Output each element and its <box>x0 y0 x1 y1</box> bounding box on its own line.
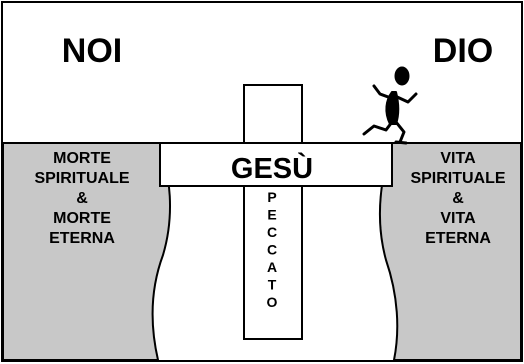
peccato-letter: A <box>267 259 277 275</box>
left-cliff-text: MORTE SPIRITUALE & MORTE ETERNA <box>34 150 129 247</box>
right-cliff-line: VITA <box>440 150 476 167</box>
dio-label: DIO <box>433 32 493 70</box>
right-cliff-line: VITA <box>440 210 476 227</box>
left-cliff-line: MORTE <box>53 210 111 227</box>
peccato-letter: C <box>267 224 277 240</box>
noi-label: NOI <box>62 32 122 70</box>
right-cliff-text: VITA SPIRITUALE & VITA ETERNA <box>410 150 505 247</box>
running-man-icon <box>362 66 418 145</box>
gesu-label: GESÙ <box>231 151 313 185</box>
right-cliff-line: & <box>452 190 464 207</box>
left-cliff-line: ETERNA <box>49 230 115 247</box>
left-cliff-line: SPIRITUALE <box>34 170 129 187</box>
peccato-letter: P <box>267 189 276 205</box>
peccato-letter: O <box>267 294 278 310</box>
peccato-letter: C <box>267 242 277 258</box>
right-cliff-line: ETERNA <box>425 230 491 247</box>
left-cliff-line: & <box>76 190 88 207</box>
cross-vertical-beam <box>243 84 303 340</box>
peccato-letter: T <box>268 277 277 293</box>
peccato-letter: E <box>267 207 276 223</box>
right-cliff-line: SPIRITUALE <box>410 170 505 187</box>
left-cliff-line: MORTE <box>53 150 111 167</box>
